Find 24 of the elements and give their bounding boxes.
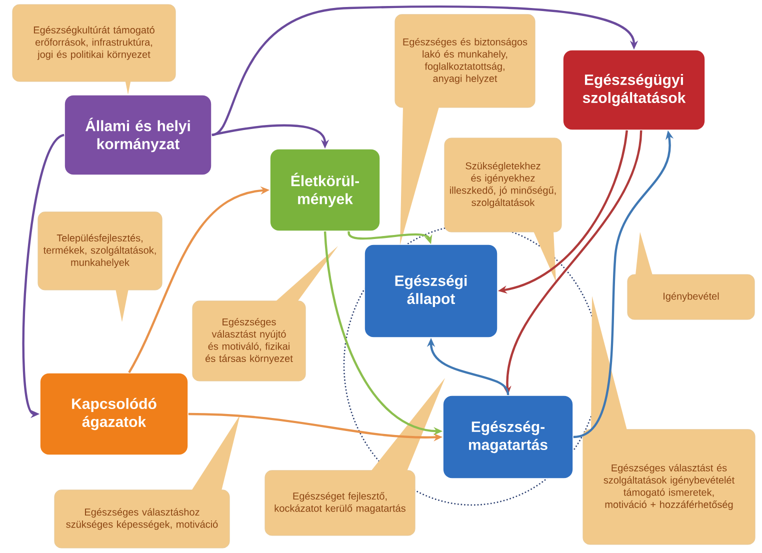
callout-pointer <box>591 296 627 430</box>
callout-bubble: Egészséges és biztonságos lakó és munkahely, foglalkoztatottság, anyagi helyzet <box>394 14 536 108</box>
callout-pointer <box>400 106 439 245</box>
callout-bubble: Egészségkultúrát támogató erőforrások, infrastruktúra, jogi és politikai környezet <box>12 4 176 82</box>
callout-pointer <box>116 289 128 322</box>
process-box: Egészségi állapot <box>364 244 498 338</box>
callout-pointer <box>125 81 131 95</box>
process-box: Életkörül-mények <box>270 148 380 232</box>
callout-bubble: Egészséges választást nyújtó és motiváló, fizikai és társas környezet <box>192 300 306 382</box>
process-box: Állami és helyi kormányzat <box>64 94 212 176</box>
callout-bubble: Egészséget fejlesztő, kockázatot kerülő magatartás <box>264 470 416 536</box>
callout-bubble: Egészséges választást és szolgáltatások igénybevételét támogató ismeretek, motiváció + hozzáférhetőség <box>582 429 756 545</box>
arrow <box>212 5 638 136</box>
callout-pointer <box>636 232 652 275</box>
callout-pointer <box>276 246 338 302</box>
process-box: Egészség-magatartás <box>442 395 574 479</box>
process-box: Egészségügyi szolgáltatások <box>562 50 706 130</box>
callout-bubble: Településfejlesztés, termékek, szolgáltatások, munkahelyek <box>38 212 162 290</box>
callout-bubble: Igénybevétel <box>627 274 755 320</box>
process-box: Kapcsolódó ágazatok <box>40 372 188 456</box>
callout-pointer <box>192 414 240 490</box>
callout-bubble: Szükségletekhez és igényekhez illeszkedő, jó minőségű, szolgáltatások <box>444 138 562 232</box>
callout-pointer <box>371 378 445 471</box>
callout-pointer <box>534 232 556 282</box>
